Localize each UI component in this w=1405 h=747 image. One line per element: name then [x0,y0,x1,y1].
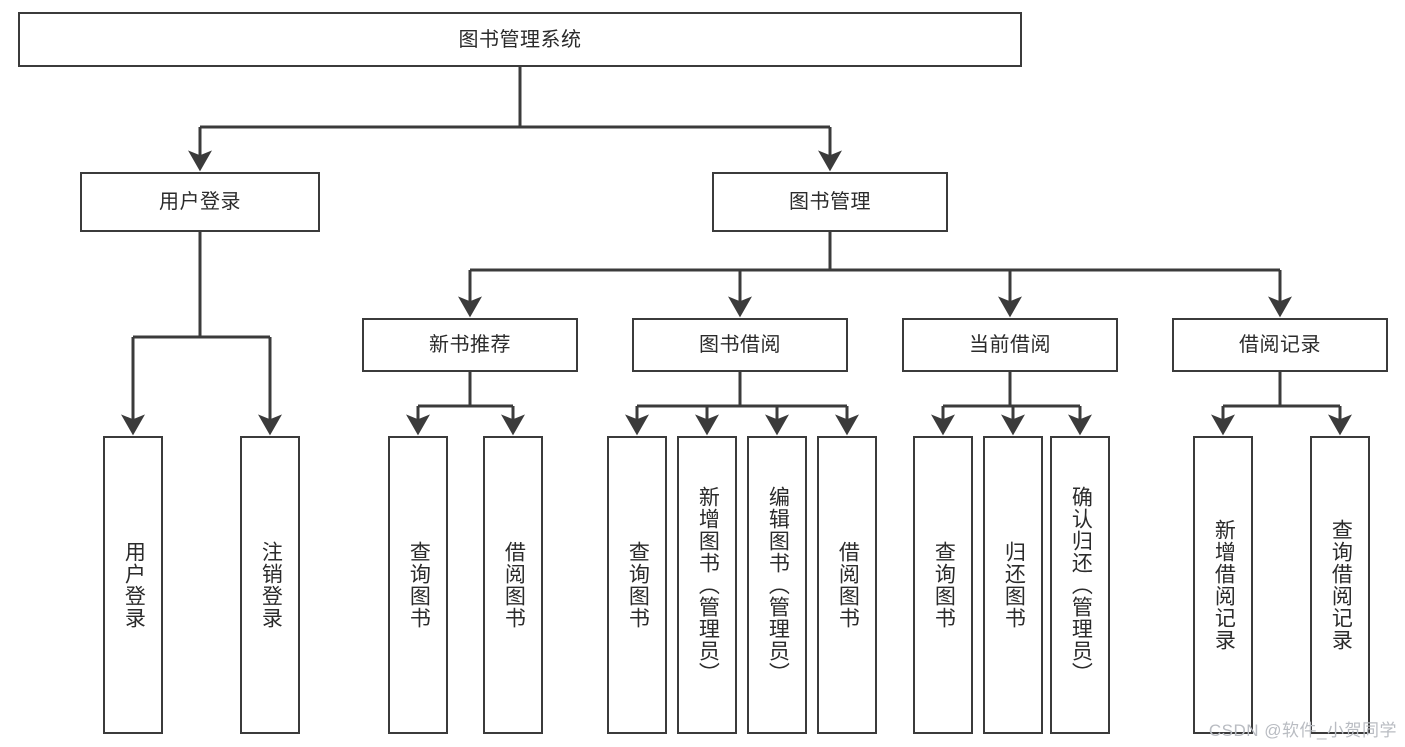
leaf-label: 用户登录 [122,541,146,629]
leaf-label: 查询图书 [626,541,650,629]
leaf-label: 查询借阅记录 [1329,519,1353,651]
node-root-system[interactable]: 图书管理系统 [18,12,1022,67]
leaf-query-book-current[interactable]: 查询图书 [913,436,973,734]
leaf-label: 归还图书 [1002,541,1026,629]
leaf-query-borrow-record[interactable]: 查询借阅记录 [1310,436,1370,734]
leaf-edit-book-admin[interactable]: 编辑图书（管理员） [747,436,807,734]
node-borrow-record[interactable]: 借阅记录 [1172,318,1388,372]
leaf-borrow-book[interactable]: 借阅图书 [817,436,877,734]
leaf-logout[interactable]: 注销登录 [240,436,300,734]
leaf-label: 注销登录 [259,541,283,629]
leaf-label: 查询图书 [407,541,431,629]
leaf-borrow-book-recommend[interactable]: 借阅图书 [483,436,543,734]
node-book-management[interactable]: 图书管理 [712,172,948,232]
leaf-label: 确认归还（管理员） [1069,486,1093,684]
leaf-label: 新增借阅记录 [1212,519,1236,651]
leaf-label: 借阅图书 [502,541,526,629]
leaf-label: 查询图书 [932,541,956,629]
node-current-borrow[interactable]: 当前借阅 [902,318,1118,372]
leaf-label: 编辑图书（管理员） [766,486,790,684]
leaf-user-login[interactable]: 用户登录 [103,436,163,734]
csdn-watermark: CSDN @软件_小贺同学 [1208,721,1397,740]
node-book-borrow[interactable]: 图书借阅 [632,318,848,372]
leaf-label: 新增图书（管理员） [696,486,720,684]
node-new-book-recommend[interactable]: 新书推荐 [362,318,578,372]
leaf-return-book[interactable]: 归还图书 [983,436,1043,734]
leaf-query-book-borrow[interactable]: 查询图书 [607,436,667,734]
node-user-login[interactable]: 用户登录 [80,172,320,232]
leaf-query-book-recommend[interactable]: 查询图书 [388,436,448,734]
leaf-confirm-return-admin[interactable]: 确认归还（管理员） [1050,436,1110,734]
leaf-add-borrow-record[interactable]: 新增借阅记录 [1193,436,1253,734]
leaf-add-book-admin[interactable]: 新增图书（管理员） [677,436,737,734]
leaf-label: 借阅图书 [836,541,860,629]
